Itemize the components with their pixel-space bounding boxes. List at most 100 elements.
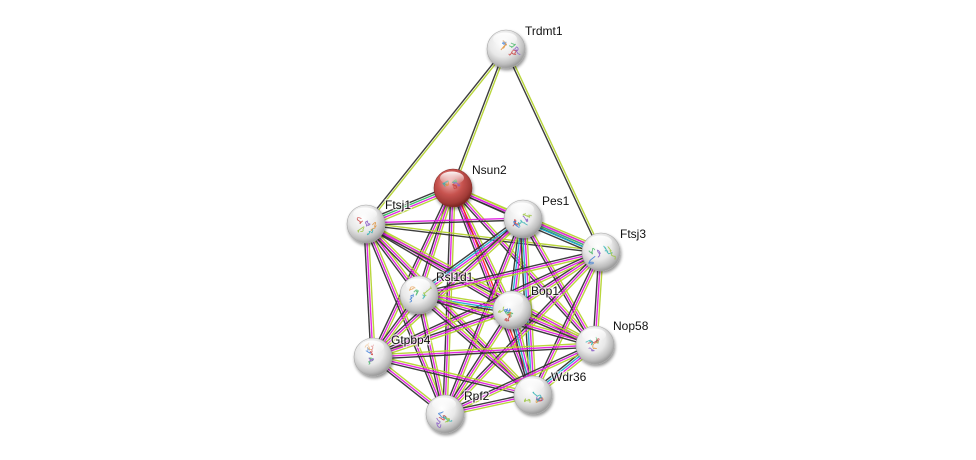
structure-strand: [368, 357, 375, 362]
node-pes1[interactable]: [503, 199, 543, 239]
edge-strand-experiments: [418, 251, 602, 296]
structure-strand: [423, 286, 432, 297]
structure-strand: [588, 256, 596, 265]
edge-strand-textmining: [372, 342, 595, 356]
edge-strand-coexpression: [442, 250, 600, 414]
edge-bop1-rpf2[interactable]: [442, 308, 515, 416]
structure-strand: [442, 416, 453, 422]
edge-pes1-rsl1d1[interactable]: [416, 215, 526, 299]
edge-strand-textmining: [446, 310, 515, 416]
structure-strand: [518, 219, 528, 227]
edge-bop1-gtpbp4[interactable]: [372, 307, 513, 360]
node-highlight: [360, 340, 384, 354]
edge-strand-experiments: [365, 223, 446, 415]
edge-strand-textmining: [366, 49, 508, 226]
edge-strand-coexpression: [372, 358, 533, 398]
node-highlight: [588, 235, 612, 249]
node-rsl1d1[interactable]: [399, 275, 439, 315]
structure-strand: [596, 249, 601, 258]
edge-strand-textmining: [525, 218, 537, 395]
edge-strand-coexpression: [364, 47, 506, 224]
edge-strand-coexpression: [451, 48, 506, 188]
node-highlight: [353, 207, 377, 221]
node-rpf2[interactable]: [425, 394, 465, 434]
node-bop1[interactable]: [492, 290, 532, 330]
structure-strand: [368, 357, 374, 365]
edge-ftsj3-rsl1d1[interactable]: [418, 249, 602, 298]
node-nsun2[interactable]: [433, 168, 473, 208]
edge-strand-coexpression: [418, 249, 601, 294]
node-highlight: [499, 293, 523, 307]
structure-strand: [588, 247, 596, 255]
protein-structure-icon: [588, 245, 616, 265]
edge-strand-experiments: [444, 218, 524, 415]
node-wdr36[interactable]: [513, 375, 553, 415]
edge-strand-experiments: [365, 217, 523, 224]
edge-strand-experiments: [365, 223, 596, 346]
edge-strand-experiments: [365, 223, 534, 396]
edge-strand-textmining: [373, 311, 513, 360]
structure-strand: [508, 49, 518, 56]
structure-strand: [504, 313, 511, 322]
edge-strand-experiments: [365, 223, 513, 311]
edge-trdmt1-nsun2[interactable]: [451, 48, 508, 189]
edge-strand-coexpression: [443, 342, 595, 413]
edge-strand-coexpression: [364, 225, 512, 313]
edge-ftsj3-rpf2[interactable]: [442, 250, 604, 416]
node-label-nsun2: Nsun2: [472, 163, 507, 177]
protein-structure-icon: [436, 411, 453, 428]
structure-strand: [503, 307, 511, 314]
structure-strand: [409, 293, 414, 303]
structure-strand: [603, 245, 613, 255]
edge-strand-textmining: [506, 48, 603, 252]
node-highlight: [520, 378, 544, 392]
node-ftsj3[interactable]: [581, 232, 621, 272]
structure-strand: [588, 347, 595, 352]
edge-strand-coexpression: [366, 219, 524, 226]
edge-strand-textmining: [366, 222, 602, 252]
edge-ftsj1-pes1[interactable]: [365, 217, 524, 226]
edge-strand-textmining: [420, 220, 526, 299]
edge-strand-experiments: [444, 344, 596, 415]
edge-trdmt1-ftsj3[interactable]: [504, 48, 603, 253]
structure-strand: [513, 220, 520, 228]
edge-strand-textmining: [373, 354, 534, 394]
node-ftsj1[interactable]: [346, 204, 386, 244]
node-label-bop1: Bop1: [531, 284, 559, 298]
structure-strand: [607, 246, 616, 260]
edge-trdmt1-ftsj1[interactable]: [364, 47, 508, 226]
edge-strand-textmining: [367, 222, 448, 414]
structure-strand: [357, 226, 365, 233]
structure-strand: [451, 183, 458, 190]
node-label-gtpbp4: Gtpbp4: [391, 333, 431, 347]
structure-strand: [532, 391, 542, 402]
edge-strand-textmining: [446, 252, 604, 416]
edge-strand-coexpression: [363, 224, 372, 358]
edge-ftsj1-wdr36[interactable]: [363, 222, 536, 397]
structure-strand: [523, 398, 531, 403]
node-nop58[interactable]: [575, 325, 615, 365]
node-highlight: [406, 278, 430, 292]
edge-strand-experiments: [372, 309, 513, 358]
edge-gtpbp4-nop58[interactable]: [372, 342, 596, 360]
edge-strand-experiments: [418, 294, 534, 396]
node-label-wdr36: Wdr36: [551, 370, 587, 384]
edge-strand-databases: [417, 217, 523, 295]
edge-strand-coexpression: [416, 215, 522, 294]
edge-strand-coexpression: [373, 346, 596, 360]
structure-strand: [497, 306, 505, 314]
edge-strand-experiments: [444, 309, 513, 415]
edge-strand-coexpression: [504, 49, 601, 253]
protein-structure-icon: [497, 306, 514, 322]
node-gtpbp4[interactable]: [353, 337, 393, 377]
edge-ftsj1-gtpbp4[interactable]: [363, 223, 376, 358]
edge-ftsj1-ftsj3[interactable]: [365, 222, 602, 254]
edge-strand-experiments: [444, 251, 602, 415]
node-highlight: [432, 397, 456, 411]
node-label-nop58: Nop58: [613, 319, 649, 333]
node-trdmt1[interactable]: [486, 29, 526, 69]
structure-strand: [366, 228, 374, 236]
edge-strand-coexpression: [372, 307, 512, 356]
node-highlight: [510, 202, 534, 216]
